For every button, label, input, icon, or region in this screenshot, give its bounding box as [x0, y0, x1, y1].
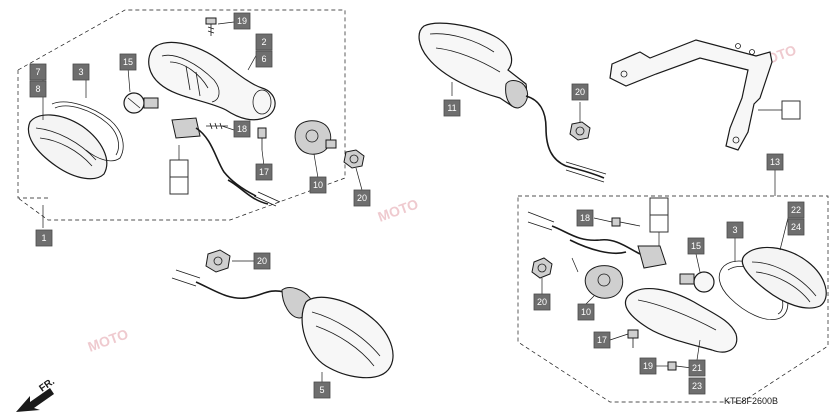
callout-19[interactable]: 19	[233, 12, 251, 30]
bulb-socket	[171, 117, 201, 139]
callout-15[interactable]: 15	[119, 53, 137, 71]
callout-20[interactable]: 20	[253, 252, 271, 270]
svg-text:17: 17	[259, 167, 269, 177]
diagram-code: KTE8F2600B	[724, 396, 778, 406]
group-outline	[517, 195, 829, 403]
screw-icon	[667, 361, 693, 371]
watermark-3: MOTO	[86, 325, 131, 354]
wire-harness	[195, 127, 257, 197]
bulb-icon	[679, 271, 715, 293]
mount-bracket	[584, 265, 624, 299]
nut-icon	[205, 249, 254, 273]
callout-22[interactable]: 22	[787, 201, 805, 219]
callout-21[interactable]: 21	[688, 359, 706, 377]
callout-empty	[169, 159, 189, 178]
callout-18[interactable]: 18	[233, 120, 251, 138]
svg-text:18: 18	[580, 213, 590, 223]
turn-signal-housing	[148, 41, 276, 121]
svg-text:10: 10	[581, 307, 591, 317]
group-outline	[17, 70, 48, 199]
callout-5[interactable]: 5	[313, 381, 331, 399]
screw-icon	[206, 122, 228, 130]
svg-text:20: 20	[257, 256, 267, 266]
svg-text:19: 19	[237, 16, 247, 26]
callout-17[interactable]: 17	[255, 163, 273, 181]
callout-18[interactable]: 18	[576, 209, 594, 227]
callout-8[interactable]: 8	[29, 80, 47, 98]
callout-1[interactable]: 1	[35, 229, 53, 247]
callout-empty	[169, 176, 189, 195]
callout-20[interactable]: 20	[533, 293, 551, 311]
callouts: 1 7 8 3 15 19 2 6 18 17 10 20 11 20 20 5…	[29, 12, 805, 399]
svg-text:8: 8	[35, 84, 40, 94]
svg-text:19: 19	[643, 361, 653, 371]
callout-20[interactable]: 20	[571, 83, 589, 101]
callout-6[interactable]: 6	[255, 50, 273, 68]
turn-signal-lens	[741, 246, 827, 309]
callout-3[interactable]: 3	[726, 221, 744, 239]
svg-text:17: 17	[597, 335, 607, 345]
mount-bracket	[294, 120, 337, 155]
callout-13[interactable]: 13	[766, 153, 784, 171]
svg-text:15: 15	[123, 57, 133, 67]
svg-text:15: 15	[691, 241, 701, 251]
callout-2[interactable]: 2	[255, 33, 273, 51]
direction-label: FR.	[37, 376, 57, 394]
svg-text:24: 24	[791, 222, 801, 232]
svg-text:20: 20	[575, 87, 585, 97]
watermark-1: MOTO	[376, 195, 421, 224]
svg-text:6: 6	[261, 54, 266, 64]
callout-3[interactable]: 3	[72, 63, 90, 81]
svg-text:10: 10	[313, 180, 323, 190]
svg-text:11: 11	[447, 103, 456, 113]
nut-icon	[569, 102, 591, 141]
turn-signal-assembly	[301, 296, 394, 379]
gasket-outline	[51, 101, 124, 162]
callout-24[interactable]: 24	[787, 218, 805, 236]
callout-15[interactable]: 15	[687, 237, 705, 255]
callout-19[interactable]: 19	[639, 357, 657, 375]
group-outline-2	[17, 9, 346, 221]
turn-signal-housing	[624, 288, 738, 353]
assembly-1-group	[17, 9, 365, 228]
bulb-icon	[123, 92, 159, 114]
screw-icon	[611, 217, 641, 227]
callout-23[interactable]: 23	[688, 377, 706, 395]
svg-text:5: 5	[319, 385, 324, 395]
svg-text:7: 7	[35, 67, 40, 77]
svg-text:1: 1	[41, 233, 46, 243]
svg-text:13: 13	[770, 157, 780, 167]
svg-text:18: 18	[237, 124, 247, 134]
stay-bracket	[609, 39, 782, 151]
callout-empty	[781, 100, 801, 120]
callout-empty	[649, 197, 669, 216]
callout-10[interactable]: 10	[577, 303, 595, 321]
callout-7[interactable]: 7	[29, 63, 47, 81]
assembly-11-group	[418, 22, 607, 183]
callout-17[interactable]: 17	[593, 331, 611, 349]
svg-text:22: 22	[791, 205, 801, 215]
assembly-13-group	[517, 170, 829, 403]
screw-icon	[205, 17, 217, 36]
svg-text:20: 20	[357, 193, 367, 203]
grommet	[257, 127, 267, 150]
callout-20[interactable]: 20	[353, 189, 371, 207]
callout-empty	[649, 214, 669, 233]
nut-icon	[531, 257, 553, 279]
svg-text:3: 3	[732, 225, 737, 235]
nut-icon	[343, 149, 365, 169]
callout-10[interactable]: 10	[309, 176, 327, 194]
assembly-5-group	[171, 269, 394, 382]
svg-text:21: 21	[692, 363, 702, 373]
callout-11[interactable]: 11	[443, 99, 461, 117]
svg-text:20: 20	[537, 297, 547, 307]
svg-text:2: 2	[261, 37, 266, 47]
grommet	[627, 329, 639, 348]
bulb-socket	[637, 245, 667, 269]
svg-text:23: 23	[692, 381, 702, 391]
svg-text:3: 3	[78, 67, 83, 77]
arrow-front-icon: FR.	[16, 376, 57, 412]
